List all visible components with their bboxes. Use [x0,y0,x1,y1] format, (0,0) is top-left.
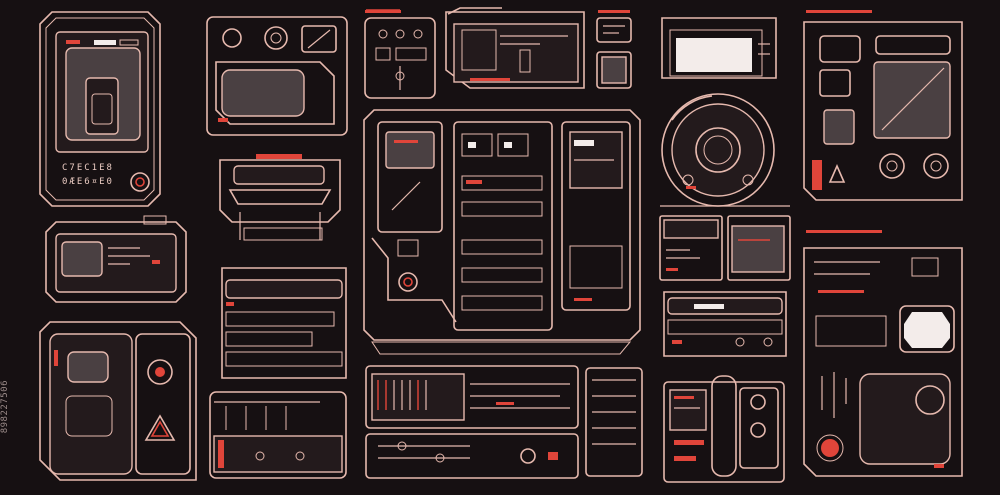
panel-circular-dial [661,93,775,207]
panel-twin-screens [659,215,791,281]
panel-grid-mixer [209,391,347,479]
panel-module-mechanical [219,154,341,241]
panel-white-display [661,17,777,79]
panel-schematic-right [803,230,963,477]
panel-bottom-controls [663,375,785,483]
panel-tiny-screens [596,10,632,89]
panel-vertical-slab [585,367,643,477]
panel-center-console [363,109,641,341]
panel-controller-small [364,10,436,99]
code-line-1: C7EC1E8 [62,163,114,173]
panel-wide-card [45,215,187,303]
panel-device-tall: C7EC1E8 0ÆE6¤E0 [39,11,161,207]
panel-gadget-right [803,10,963,201]
code-line-2: 0ÆE6¤E0 [62,177,114,187]
panel-keyboard [365,365,579,479]
panel-layered-list [221,267,347,379]
panel-device-bottom-left [39,321,197,481]
panel-stacked-bars [663,291,787,357]
decorative-rails [366,9,790,355]
stock-id-label: 898227506 [0,380,10,434]
panel-screen-module [206,16,348,136]
panel-window-bar [445,7,585,89]
